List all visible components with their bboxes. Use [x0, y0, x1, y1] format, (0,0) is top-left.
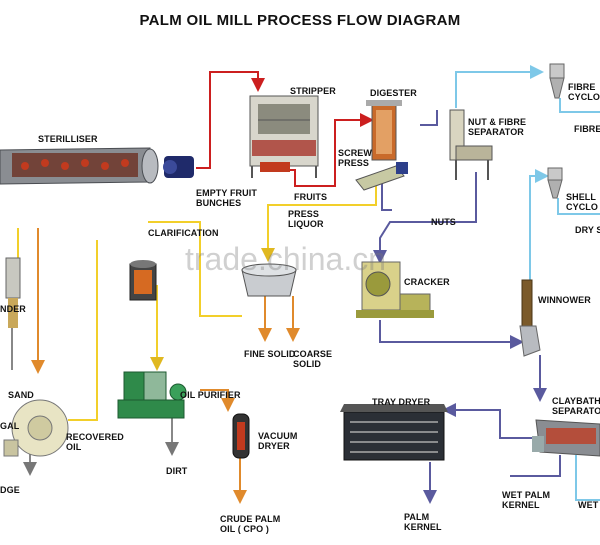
clarification-tank — [129, 260, 157, 301]
sterilliser-unit — [0, 147, 194, 185]
cracker-unit — [356, 261, 434, 318]
fruits-label: FRUITS — [294, 192, 328, 202]
fibre-cyclone-label: FIBRE CYCLO — [568, 82, 600, 102]
claybath-separator-label: CLAYBATH SEPARATO — [552, 396, 600, 416]
vacuum-dryer-unit — [232, 413, 250, 459]
crude-palm-oil-label: CRUDE PALM OIL ( CPO ) — [220, 514, 281, 534]
cracker-label: CRACKER — [404, 277, 450, 287]
sludge-label: DGE — [0, 485, 20, 495]
wet-shell-label: WET — [578, 500, 599, 510]
wet-palm-kernel-label: WET PALM KERNEL — [502, 490, 551, 510]
fibre-flow-lines — [455, 65, 600, 501]
fibre-cyclone-unit — [549, 63, 565, 99]
shell-cyclone-label: SHELL CYCLO — [566, 192, 598, 212]
decanter-label: NDER — [0, 304, 26, 314]
clarifier-vessel — [241, 263, 297, 297]
fruit-flow-lines — [196, 71, 374, 187]
screw-press-unit — [355, 162, 408, 191]
claybath-separator-unit — [532, 419, 600, 457]
dirt-label: DIRT — [166, 466, 188, 476]
winnower-unit — [519, 279, 541, 357]
fine-solid-label: FINE SOLID — [244, 349, 296, 359]
coarse-solid-label: COARSE SOLID — [293, 349, 333, 369]
oil-flow-lines — [31, 228, 300, 504]
centrifugal-label: GAL — [0, 421, 20, 431]
nut-fibre-separator-unit — [449, 109, 493, 180]
recovered-oil-label: RECOVERED OIL — [66, 432, 124, 452]
decanter-unit — [5, 257, 21, 328]
clarification-label: CLARIFICATION — [148, 228, 219, 238]
oil-purifier-unit — [117, 371, 187, 419]
tray-dryer-label: TRAY DRYER — [372, 397, 431, 407]
fibre-output-label: FIBRE — [574, 124, 600, 134]
centrifugal-unit — [3, 399, 69, 457]
screw-press-label: SCREW PRESS — [338, 148, 372, 168]
shell-cyclone-unit — [547, 167, 563, 199]
nuts-label: NUTS — [431, 217, 456, 227]
digester-label: DIGESTER — [370, 88, 417, 98]
stripper-unit — [249, 95, 319, 178]
sterilliser-label: STERILLISER — [38, 134, 98, 144]
oil-purifier-label: OIL PURIFIER — [180, 390, 241, 400]
liquor-flow-lines — [17, 183, 377, 421]
nut-flow-lines — [373, 110, 561, 504]
winnower-label: WINNOWER — [538, 295, 591, 305]
vacuum-dryer-label: VACUUM DRYER — [258, 431, 298, 451]
dry-shell-label: DRY S — [575, 225, 600, 235]
press-liquor-label: PRESS LIQUOR — [288, 209, 324, 229]
diagram-title: PALM OIL MILL PROCESS FLOW DIAGRAM — [139, 12, 461, 29]
empty-fruit-bunches-label: EMPTY FRUIT BUNCHES — [196, 188, 257, 208]
tray-dryer-unit — [340, 404, 448, 461]
sand-label: SAND — [8, 390, 34, 400]
digester-unit — [366, 100, 402, 161]
stripper-label: STRIPPER — [290, 86, 336, 96]
nut-fibre-separator-label: NUT & FIBRE SEPARATOR — [468, 117, 527, 137]
palm-kernel-label: PALM KERNEL — [404, 512, 442, 532]
watermark: trade.china.cn — [185, 241, 387, 277]
